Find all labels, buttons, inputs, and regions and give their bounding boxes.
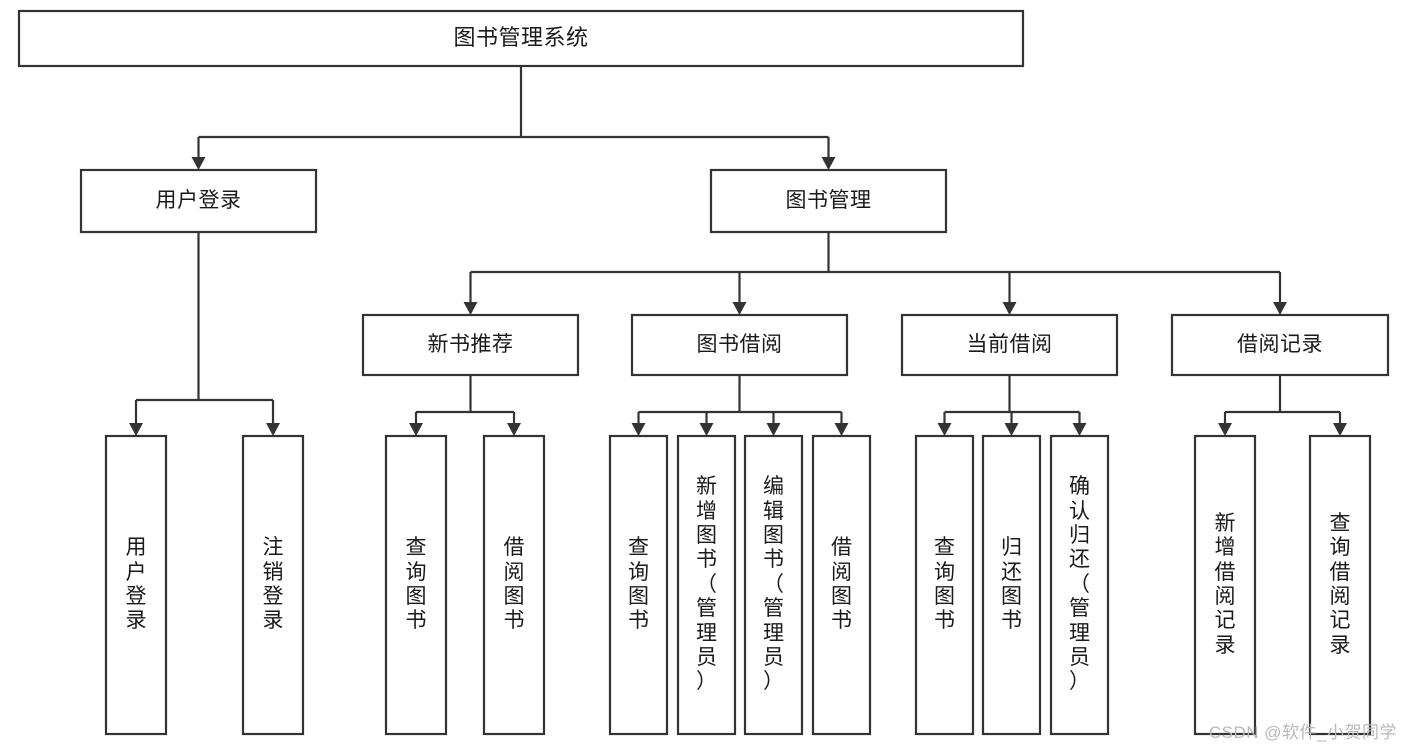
arrow-head [834, 423, 849, 436]
node-box-query-borrow-record [1308, 434, 1372, 736]
node-box-current-borrow [900, 313, 1119, 377]
node-box-borrow-book-1 [482, 434, 546, 736]
node-box-query-book-1 [384, 434, 448, 736]
arrow-head [766, 423, 781, 436]
node-box-confirm-return-admin [1049, 434, 1110, 736]
node-box-user-logout [241, 434, 305, 736]
arrow-head [463, 302, 478, 315]
node-box-edit-book-admin [743, 434, 804, 736]
connectors-layer [129, 66, 1347, 436]
node-box-book-management [709, 168, 948, 234]
boxes-layer [17, 9, 1390, 736]
node-box-book-borrow [630, 313, 849, 377]
node-box-user-login-do [104, 434, 168, 736]
node-box-user-login [79, 168, 318, 234]
arrow-head [937, 423, 952, 436]
arrow-head [191, 157, 206, 170]
arrow-head [1002, 302, 1017, 315]
arrow-head [129, 423, 143, 436]
arrow-head [821, 157, 836, 170]
watermark-text: CSDN @软件_小贺同学 [1208, 723, 1397, 742]
arrow-head [1333, 423, 1347, 436]
arrow-head [1004, 423, 1019, 436]
node-box-root [17, 9, 1025, 68]
node-box-borrow-record [1170, 313, 1390, 377]
node-box-borrow-book-2 [811, 434, 872, 736]
node-box-add-borrow-record [1193, 434, 1257, 736]
arrow-head [1273, 302, 1287, 315]
node-box-new-book-recommend [361, 313, 580, 377]
node-box-query-book-3 [914, 434, 975, 736]
node-box-query-book-2 [608, 434, 669, 736]
arrow-head [732, 302, 747, 315]
arrow-head [266, 423, 280, 436]
arrow-head [507, 423, 521, 436]
arrow-head [631, 423, 646, 436]
node-box-return-book [981, 434, 1042, 736]
node-box-add-book-admin [676, 434, 737, 736]
arrow-head [699, 423, 714, 436]
arrow-head [409, 423, 423, 436]
arrow-head [1072, 423, 1087, 436]
arrow-head [1218, 423, 1232, 436]
